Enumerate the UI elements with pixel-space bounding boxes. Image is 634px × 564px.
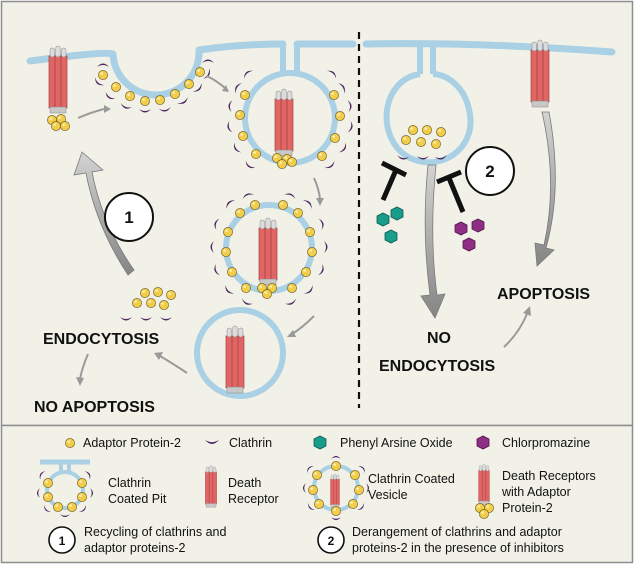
legend-pao: Phenyl Arsine Oxide — [313, 435, 453, 450]
inhibited-vesicle — [383, 71, 474, 166]
step-badge-1: 1 — [104, 192, 154, 242]
legend-receptor-label-2: Receptor — [228, 492, 279, 506]
step-badge-2-label: 2 — [485, 162, 494, 181]
small-arrows — [76, 75, 531, 386]
legend-vesicle-icon — [303, 456, 369, 520]
coated-vesicle-middle — [210, 191, 328, 307]
legend-adaptor-label: Adaptor Protein-2 — [83, 436, 181, 450]
budding-vesicle-top — [226, 68, 354, 171]
legend-vesicle-label-2: Vesicle — [368, 488, 408, 502]
plasma-membrane-left — [26, 40, 357, 99]
arrow-no-endocytosis — [420, 164, 446, 319]
label-no: NO — [427, 330, 451, 347]
arrow-recycling — [73, 151, 135, 276]
legend-receptor-label-1: Death — [228, 476, 261, 490]
legend-receptor-adaptor-label-2: with Adaptor — [501, 485, 571, 499]
step-badge-2: 2 — [465, 146, 515, 196]
legend-key-1: 1 — [48, 526, 76, 554]
label-apoptosis: APOPTOSIS — [497, 286, 590, 303]
legend-receptor-adaptor-label-3: Protein-2 — [502, 501, 553, 515]
legend-key-2-line-1: Derangement of clathrins and adaptor — [352, 525, 562, 539]
legend-key-1-line-2: adaptor proteins-2 — [84, 541, 186, 555]
label-no-apoptosis: NO APOPTOSIS — [34, 399, 155, 416]
legend-adaptor: Adaptor Protein-2 — [64, 436, 181, 450]
legend-clathrin: Clathrin — [204, 436, 272, 450]
phenyl-arsine-oxide-molecules — [376, 206, 404, 244]
legend-key-2-line-2: proteins-2 in the presence of inhibitors — [352, 541, 564, 555]
legend-receptor-icon — [205, 465, 217, 508]
step-badge-1-label: 1 — [124, 208, 133, 227]
legend-pit-icon — [37, 459, 93, 517]
legend-pit-label-2: Coated Pit — [108, 492, 167, 506]
plasma-membrane-right — [362, 40, 616, 74]
legend-key-2-num: 2 — [328, 534, 335, 548]
legend-pit-label-1: Clathrin — [108, 476, 151, 490]
legend-cpz-label: Chlorpromazine — [502, 436, 590, 450]
label-endocytosis: ENDOCYTOSIS — [43, 331, 160, 348]
legend-clathrin-label: Clathrin — [229, 436, 272, 450]
arrow-apoptosis — [534, 111, 556, 267]
legend-key-1-num: 1 — [59, 534, 66, 548]
legend-panel — [0, 424, 634, 564]
chlorpromazine-molecules — [454, 218, 485, 252]
legend-key-1-line-1: Recycling of clathrins and — [84, 525, 226, 539]
uncoated-vesicle — [194, 307, 286, 399]
legend-vesicle-label-1: Clathrin Coated — [368, 472, 455, 486]
label-no-endocytosis: ENDOCYTOSIS — [379, 358, 496, 375]
legend-receptor-adaptor-label-1: Death Receptors — [502, 469, 596, 483]
legend-cpz: Chlorpromazine — [476, 435, 590, 450]
legend-key-2: 2 — [317, 526, 345, 554]
receptor-membrane-right — [530, 39, 550, 108]
receptor-membrane-left — [48, 45, 68, 114]
inhibition-bars — [380, 160, 466, 213]
legend-pao-label: Phenyl Arsine Oxide — [340, 436, 453, 450]
